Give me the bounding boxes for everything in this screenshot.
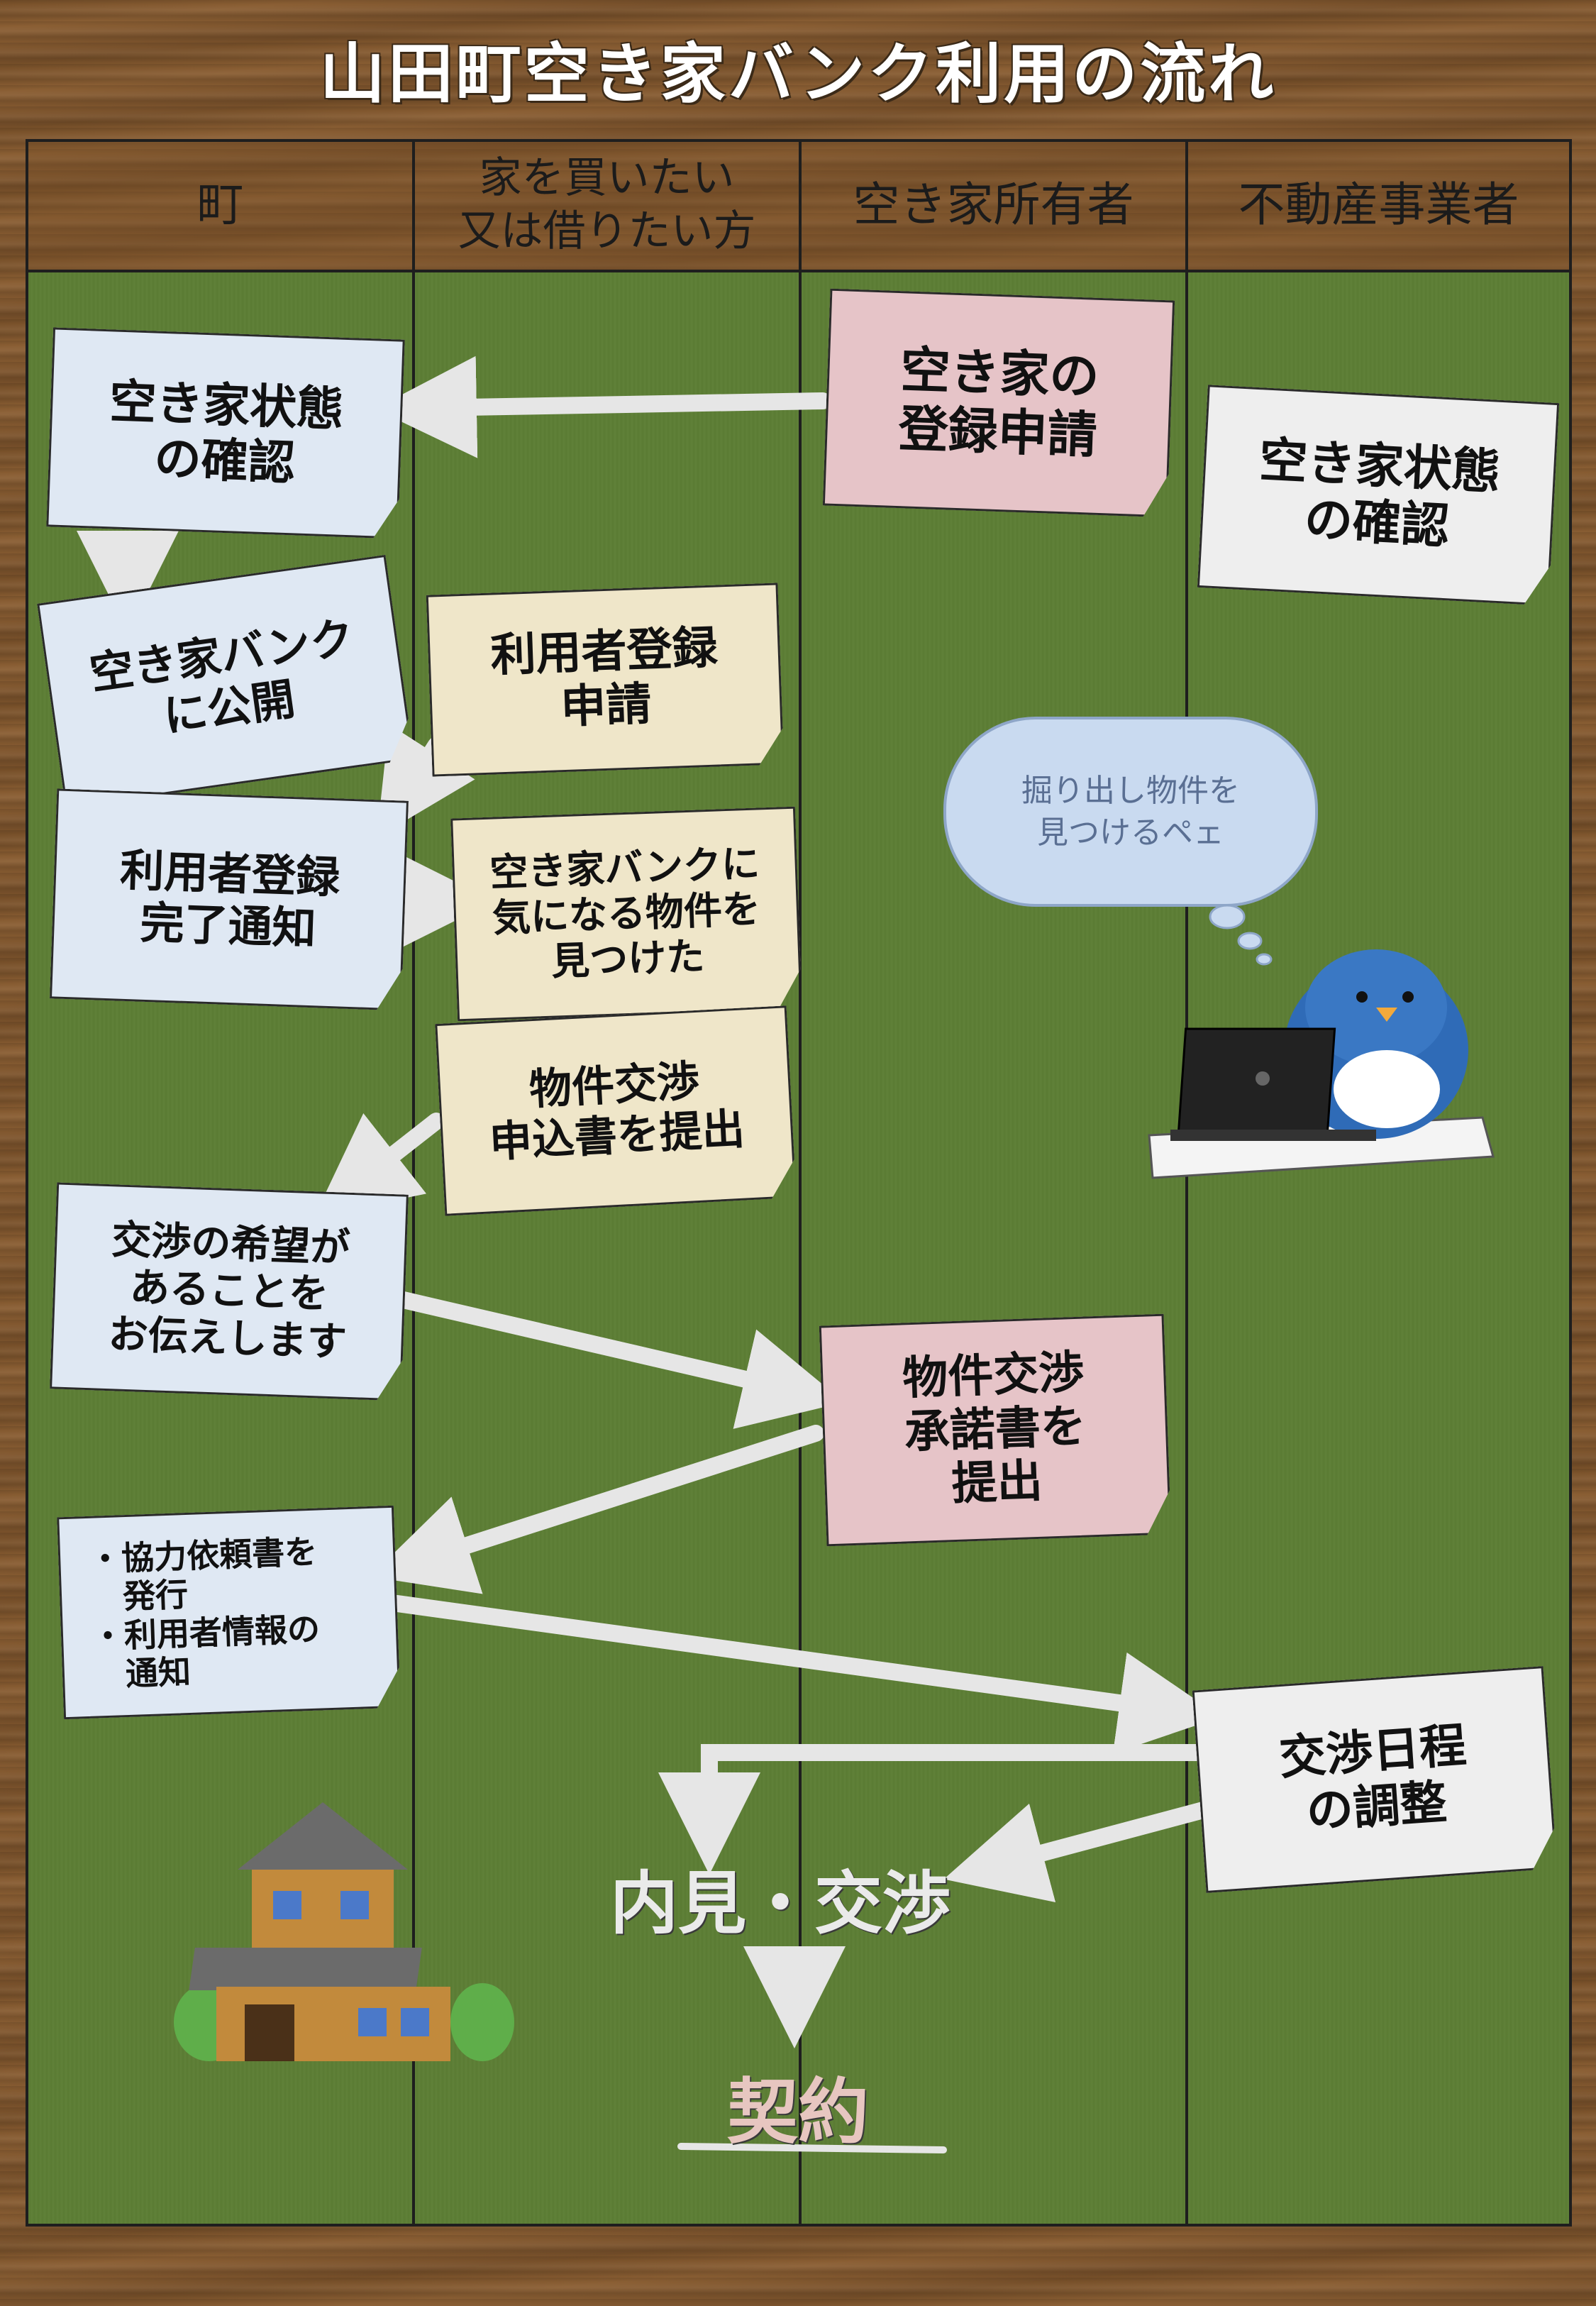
card-agent-schedule: 交渉日程 の調整 bbox=[1192, 1666, 1558, 1893]
card-owner-accept: 物件交渉 承諾書を 提出 bbox=[819, 1314, 1172, 1547]
grid-line bbox=[799, 139, 802, 2227]
step-viewing-negotiation: 内見・交渉 bbox=[610, 1864, 951, 1943]
column-header-agent: 不動産事業者 bbox=[1238, 177, 1519, 232]
card-buyer-register: 利用者登録 申請 bbox=[426, 583, 785, 776]
page-title: 山田町空き家バンク利用の流れ bbox=[319, 36, 1277, 112]
step-contract: 契約 bbox=[727, 2070, 869, 2153]
card-buyer-found: 空き家バンクに 気になる物件を 見つけた bbox=[450, 807, 802, 1022]
thought-dots bbox=[1209, 904, 1273, 966]
speech-bubble: 掘り出し物件を 見つけるペェ bbox=[943, 717, 1318, 907]
grid-line bbox=[26, 139, 28, 2227]
column-header-owner: 空き家所有者 bbox=[853, 177, 1134, 232]
column-header-buyer: 家を買いたい 又は借りたい方 bbox=[458, 153, 756, 256]
card-town-notify: 交渉の希望が あることを お伝えします bbox=[50, 1182, 409, 1401]
column-header-town: 町 bbox=[196, 177, 244, 232]
card-agent-check: 空き家状態 の確認 bbox=[1197, 385, 1559, 606]
house-illustration bbox=[174, 1802, 514, 2061]
card-town-request: ・協力依頼書を 発行 ・利用者情報の 通知 bbox=[57, 1506, 401, 1719]
card-town-registration-done: 利用者登録 完了通知 bbox=[50, 788, 409, 1010]
card-owner-register: 空き家の 登録申請 bbox=[823, 289, 1175, 518]
card-town-check: 空き家状態 の確認 bbox=[46, 327, 405, 539]
grid-line bbox=[1569, 139, 1572, 2227]
card-buyer-apply: 物件交渉 申込書を提出 bbox=[435, 1005, 797, 1216]
penguin-laptop-illustration bbox=[1148, 949, 1495, 1179]
grid-line bbox=[1185, 139, 1188, 2227]
